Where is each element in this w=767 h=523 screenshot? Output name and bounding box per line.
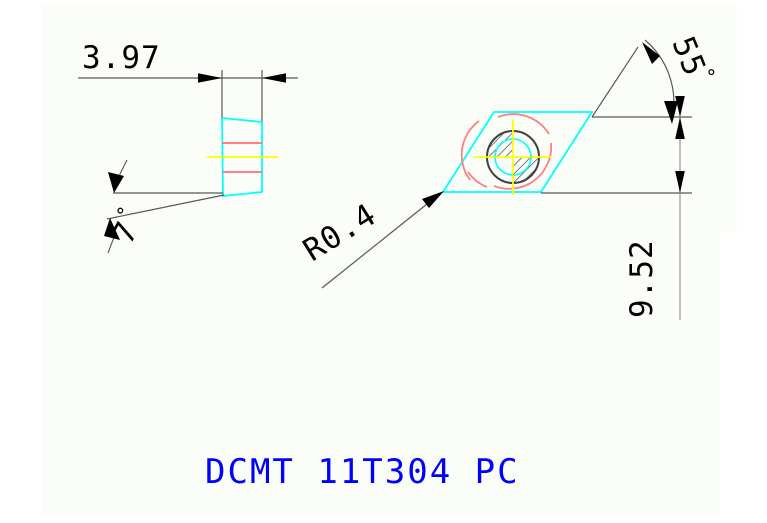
arrowhead-thickness-left	[198, 73, 222, 83]
chipbreaker-arc-right	[493, 142, 553, 190]
arrowhead-thickness-right	[262, 73, 286, 83]
side-view-body-outline	[221, 117, 263, 197]
arrowhead-angle-upper	[642, 42, 660, 64]
insert-rhombus-outline	[441, 111, 594, 193]
part-number-label: DCMT 11T304 PC	[205, 452, 520, 492]
relief-flank-line	[106, 194, 225, 220]
angle-construction-55	[591, 39, 678, 124]
chipbreaker-arc-left	[460, 120, 480, 181]
arrowhead-angle-lower	[664, 101, 678, 124]
arrowhead-corner-radius	[422, 191, 444, 208]
leader-line-corner-radius	[321, 195, 438, 289]
dimension-thickness-3-97	[78, 70, 298, 122]
chipbreaker-arc-bottom	[467, 171, 488, 188]
arrowhead-relief-upper	[108, 172, 124, 193]
arrowhead-relief-lower	[104, 218, 120, 240]
arrowhead-icd-bottom	[675, 171, 685, 193]
drawing-sheet-background	[42, 6, 737, 515]
chipbreaker-arc-top	[497, 113, 550, 135]
arrowhead-icd-top-inner	[675, 117, 685, 139]
dimension-text-inscribed-circle: 9.52	[624, 239, 660, 318]
top-view-group	[321, 39, 692, 320]
side-view-group	[78, 70, 298, 254]
angle-leg-upper	[591, 46, 639, 118]
dimension-text-thickness: 3.97	[82, 40, 161, 76]
